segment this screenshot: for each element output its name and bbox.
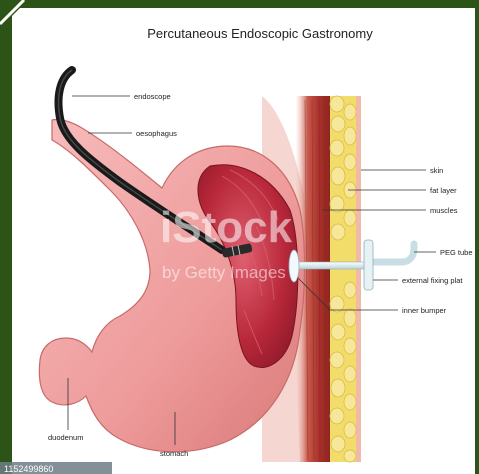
watermark-brand: iStock — [160, 203, 293, 252]
corner-band — [0, 0, 28, 28]
watermark-credit: by Getty Images — [162, 263, 286, 282]
label-inner-bumper: inner bumper — [402, 306, 447, 315]
label-fat-layer: fat layer — [430, 186, 457, 195]
label-stomach: stomach — [160, 449, 188, 458]
peg-tube — [292, 262, 372, 269]
label-duodenum: duodenum — [48, 433, 83, 442]
external-fixing-plate — [364, 240, 373, 290]
inner-bumper — [289, 250, 299, 282]
image-id: 1152499860 — [4, 464, 53, 474]
peg-tube-bend — [372, 244, 414, 262]
label-peg-tube: PEG tube — [440, 248, 473, 257]
diagram-title: Percutaneous Endoscopic Gastronomy — [147, 26, 373, 41]
skin-layer — [356, 96, 361, 462]
label-endoscope: endoscope — [134, 92, 171, 101]
label-skin: skin — [430, 166, 443, 175]
label-muscles: muscles — [430, 206, 458, 215]
label-external-fixing-plate: external fixing plat — [402, 276, 463, 285]
label-oesophagus: oesophagus — [136, 129, 177, 138]
